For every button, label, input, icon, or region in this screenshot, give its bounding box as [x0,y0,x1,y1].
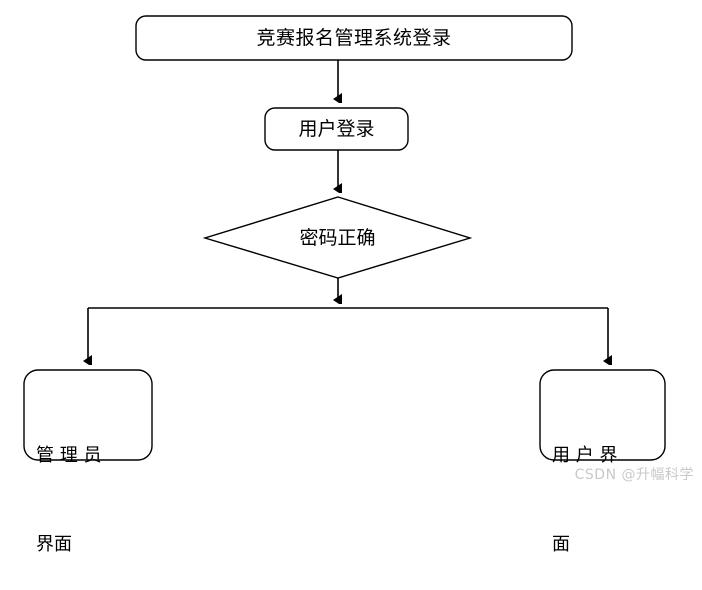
csdn-watermark: CSDN @升幅科学 [574,467,694,483]
flowchart-canvas [23,15,666,461]
node-decision-diamond[interactable] [202,196,473,279]
node-admin-ui-box[interactable] [23,369,153,461]
node-user-login-box[interactable] [264,107,409,151]
node-user-ui-label-line2: 面 [552,534,570,556]
node-title-box[interactable] [135,15,573,61]
node-user-ui-box[interactable] [539,369,666,461]
node-admin-ui-label-line2: 界面 [36,534,72,556]
